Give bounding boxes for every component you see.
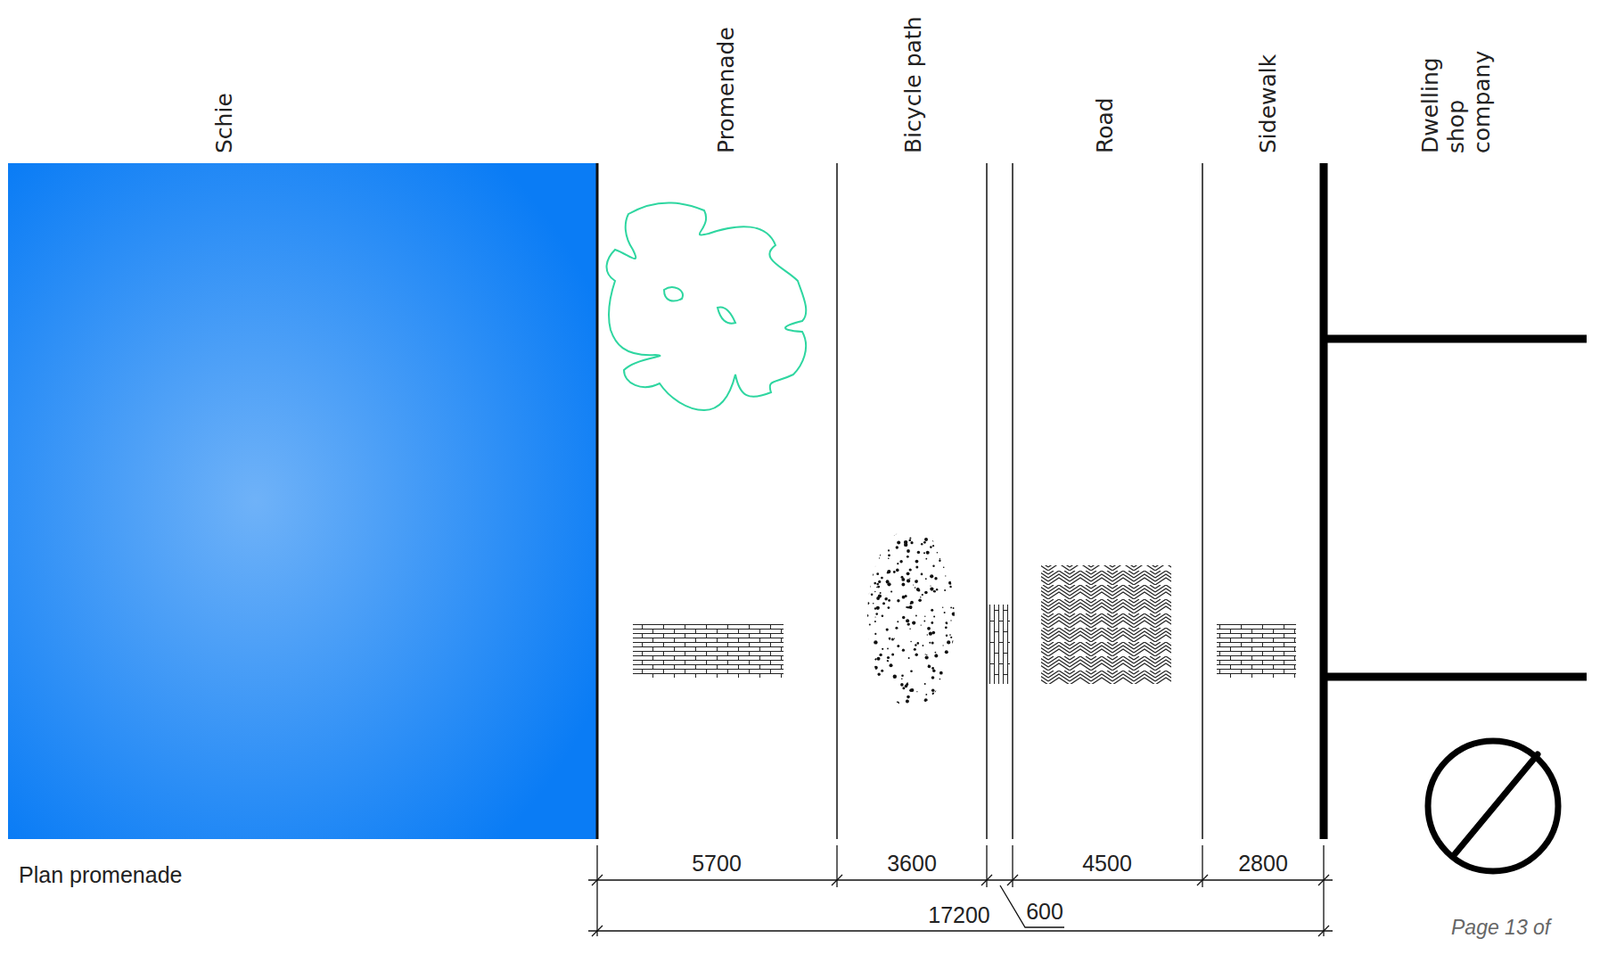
dimension: 5700 [691, 850, 742, 877]
page-note: Page 13 of [1451, 915, 1551, 939]
zone-label: Sidewalk [1255, 54, 1282, 154]
zone-label: Road [1092, 97, 1119, 154]
dimension: 600 [1025, 898, 1064, 925]
dimension: 17200 [927, 902, 991, 928]
caption-text: Plan promenade [18, 861, 182, 888]
river-label: Schie [212, 92, 238, 154]
zone-label: Promenade [713, 26, 740, 154]
dimension: 2800 [1238, 850, 1289, 877]
zone-label: Bicycle path [901, 16, 928, 155]
zone-label: Dwelling shop company [1418, 55, 1495, 154]
dimension: 3600 [886, 850, 937, 877]
dimension: 4500 [1082, 850, 1133, 877]
